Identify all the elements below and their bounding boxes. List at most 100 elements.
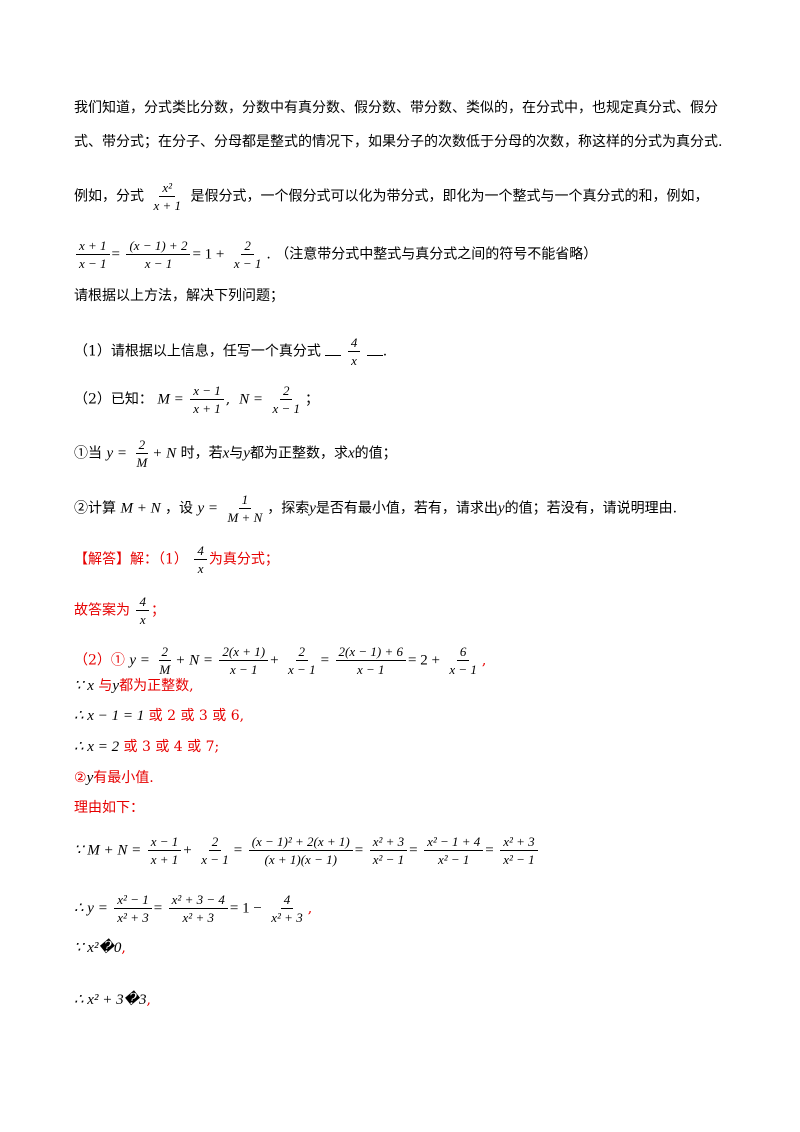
example-equation: x + 1 x − 1 = (x − 1) + 2 x − 1 = 1 + 2 … [74,238,740,271]
comma: , [121,940,126,956]
q2b-prefix: ②计算 [74,500,116,517]
equals-sign: = [485,842,494,859]
y-equals: y = [197,500,219,517]
because-end: 都为正整数, [119,678,194,694]
var-y: y [86,770,94,786]
therefore-math: ∴ x − 1 = 1 [74,708,145,724]
text-and: 与 [98,678,113,694]
solution-header-end: 为真分式； [208,551,279,568]
solution-fraction: 4 x [194,543,207,576]
fraction-numerator: 4 [347,335,361,352]
q1-answer-fraction: 4 x [347,335,361,368]
n-label: N = [239,391,263,408]
therefore-y: ∴ y = [74,900,108,917]
equals-sign: = [354,842,364,859]
intro-line-2: 式、带分式；在分子、分母都是整式的情况下，如果分子的次数低于分母的次数，称这样的… [74,134,723,150]
fraction-denominator: x² + 3 [271,910,303,925]
q2a-text-1: 时，若 [180,445,223,462]
fraction-numerator: x² + 3 − 4 [168,892,228,909]
mn-frac-3: (x − 1)² + 2(x + 1)(x + 1)(x − 1) [248,834,353,867]
comma: , [307,900,313,917]
fraction-denominator: x − 1 [229,662,258,677]
therefore-line-2: ∴ x = 2 或 3 或 4 或 7; [74,737,740,757]
q2a-text-3: 都为正整数，求 [249,445,348,462]
q2a-text-2: 与 [229,445,244,462]
comma: , [146,992,151,1008]
fraction-numerator: 2(x − 1) + 6 [335,644,406,661]
example-suffix: 是假分式，一个假分式可以化为带分式，即化为一个整式与一个真分式的和，例如， [190,188,709,205]
fraction-numerator: (x − 1) + 2 [126,238,191,255]
part2b-answer: ②y有最小值. [74,768,740,788]
q2-label: （2）已知： [74,391,153,408]
fraction-denominator: M + N [227,510,263,525]
fraction-numerator: 4 [194,543,207,560]
fraction-numerator: x² − 1 [114,892,152,909]
reason-line: 理由如下： [74,800,144,816]
answer-line: 故答案为 4 x ； [74,594,740,627]
y-equals: y = [129,652,150,669]
fraction-numerator: 2 [158,644,172,661]
fraction-denominator: x + 1 [193,401,221,416]
question-1: （1）请根据以上信息，任写一个真分式 4 x . [74,335,740,368]
example-fraction: x² x + 1 [150,180,184,213]
m-label: M = [157,391,184,408]
q2b-text-3: 是否有最小值，若有，请求出 [315,500,498,517]
fraction-denominator: x [351,353,357,368]
therefore-line-1: ∴ x − 1 = 1 或 2 或 3 或 6, [74,706,740,726]
part2b-text: 有最小值. [93,770,154,786]
fraction-denominator: M [136,455,148,470]
therefore-text: 或 2 或 3 或 6, [148,708,245,724]
because-x: ∵ x [74,678,94,694]
fraction-numerator: 2 [241,238,254,255]
therefore-x-squared-plus-3: ∴ x² + 3�3 [74,992,147,1008]
p2-frac-2: 2(x + 1)x − 1 [219,644,269,677]
question-2: （2）已知： M = x − 1 x + 1 , N = 2 x − 1 ； [74,383,319,416]
eq-fraction-1: x + 1 x − 1 [76,238,110,271]
example-note: . （注意带分式中整式与真分式之间的符号不能省略） [266,246,598,263]
y-equals: y = [106,445,127,462]
fraction-denominator: x − 1 [79,256,107,271]
equals-sign: = [320,652,330,669]
therefore-math: ∴ x = 2 [74,739,120,755]
fraction-denominator: (x + 1)(x − 1) [264,852,337,867]
fraction-numerator: x² + 3 [369,834,408,851]
var-y: y [309,500,316,517]
plus-sign: + [270,652,279,669]
fraction-denominator: x − 1 [272,401,300,416]
fraction-denominator: x² − 1 [372,852,405,867]
q2a-text-4: 的值； [354,445,397,462]
fraction-numerator: 4 [136,594,149,611]
task-instruction: 请根据以上方法，解决下列问题； [74,288,284,304]
eq-mid: = 1 + [192,246,225,263]
because-line-2: ∵ x²�0, [74,938,740,958]
q2-end: ； [305,391,319,408]
fraction-denominator: x [197,561,204,576]
fraction-denominator: x + 1 [150,852,179,867]
fraction-denominator: x² − 1 [503,852,535,867]
fraction-numerator: 2(x + 1) [219,644,269,661]
eq-fraction-3: 2 x − 1 [231,238,265,271]
fraction-denominator: x − 1 [356,662,385,677]
fraction-denominator: M [159,662,171,677]
fraction-numerator: 1 [238,492,252,509]
equals-two-plus: = 2 + [407,652,440,669]
fraction-numerator: x + 1 [76,238,110,255]
q2b-text-1: ，设 [165,500,194,517]
therefore-text: 或 3 或 4 或 7; [123,739,220,755]
q2b-text-4: 的值；若没有，请说明理由. [504,500,678,517]
equals-sign: = [409,842,418,859]
fraction-denominator: x − 1 [144,256,173,271]
fraction-denominator: x² + 3 [182,910,214,925]
